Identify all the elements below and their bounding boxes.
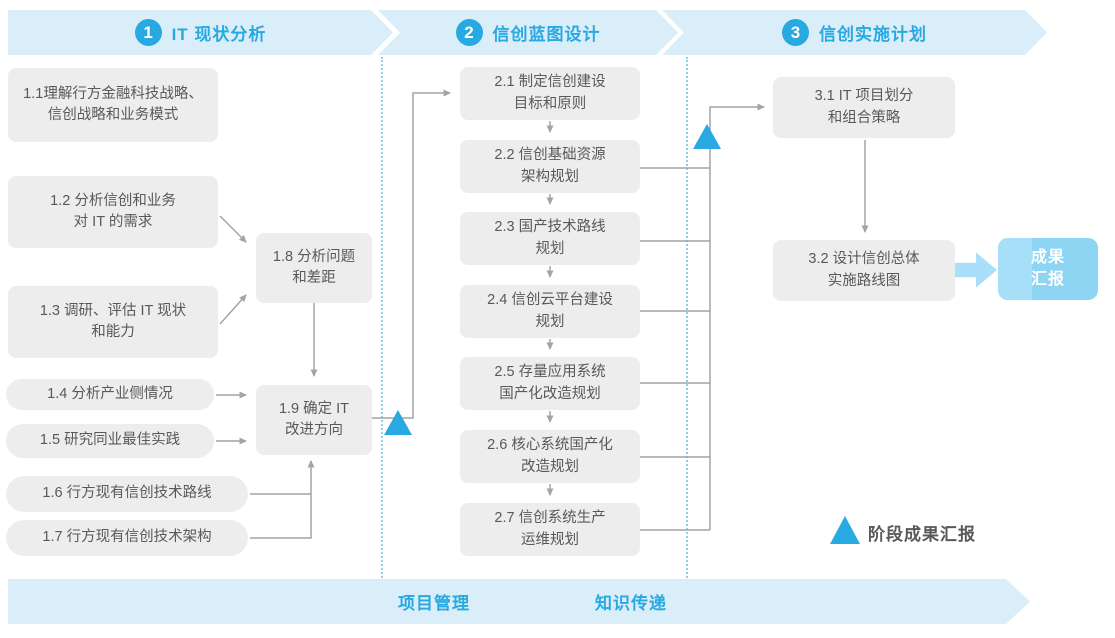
deliverable-label: 成果 汇报	[1030, 249, 1065, 288]
phase-banner-2: 2 信创蓝图设计	[378, 10, 678, 55]
step-box-2-5: 2.5 存量应用系统 国产化改造规划	[460, 357, 640, 410]
footer-banner: 项目管理 知识传递	[8, 579, 1030, 624]
step-box-1-3: 1.3 调研、评估 IT 现状 和能力	[8, 286, 218, 358]
phase-separator-line-2	[686, 57, 688, 578]
phase-separator-line-1	[381, 57, 383, 578]
step-box-1-5: 1.5 研究同业最佳实践	[6, 424, 214, 458]
step-box-2-2: 2.2 信创基础资源 架构规划	[460, 140, 640, 193]
milestone-triangle-icon	[693, 124, 721, 149]
phase-banner-1: 1 IT 现状分析	[8, 10, 393, 55]
step-box-3-2: 3.2 设计信创总体 实施路线图	[773, 240, 955, 301]
legend-label: 阶段成果汇报	[868, 525, 976, 544]
step-box-2-7: 2.7 信创系统生产 运维规划	[460, 503, 640, 556]
footer-label-knowledge-transfer: 知识传递	[595, 594, 667, 613]
phase-title-3: 信创实施计划	[819, 25, 927, 44]
legend-triangle-icon	[830, 516, 860, 544]
step-box-2-6: 2.6 核心系统国产化 改造规划	[460, 430, 640, 483]
phase-number-badge-2: 2	[456, 19, 483, 46]
phase-title-2: 信创蓝图设计	[492, 25, 601, 44]
step-box-3-1: 3.1 IT 项目划分 和组合策略	[773, 77, 955, 138]
step-box-2-3: 2.3 国产技术路线 规划	[460, 212, 640, 265]
phase-title-1: IT 现状分析	[171, 25, 267, 44]
result-arrow-icon	[955, 252, 997, 288]
step-box-1-9: 1.9 确定 IT 改进方向	[256, 385, 372, 455]
step-box-1-6: 1.6 行方现有信创技术路线	[6, 476, 248, 512]
phase-number-badge-1: 1	[135, 19, 162, 46]
step-box-1-4: 1.4 分析产业侧情况	[6, 379, 214, 410]
phase-number-badge-3: 3	[782, 19, 809, 46]
step-box-1-7: 1.7 行方现有信创技术架构	[6, 520, 248, 556]
milestone-triangle-icon	[384, 410, 412, 435]
step-box-2-4: 2.4 信创云平台建设 规划	[460, 285, 640, 338]
step-box-1-2: 1.2 分析信创和业务 对 IT 的需求	[8, 176, 218, 248]
step-box-1-1: 1.1理解行方金融科技战略、 信创战略和业务模式	[8, 68, 218, 142]
deliverable-box: 成果 汇报	[998, 238, 1098, 300]
footer-label-project-management: 项目管理	[398, 594, 470, 613]
phase-banner-3: 3 信创实施计划	[662, 10, 1047, 55]
step-box-2-1: 2.1 制定信创建设 目标和原则	[460, 67, 640, 120]
step-box-1-8: 1.8 分析问题 和差距	[256, 233, 372, 303]
